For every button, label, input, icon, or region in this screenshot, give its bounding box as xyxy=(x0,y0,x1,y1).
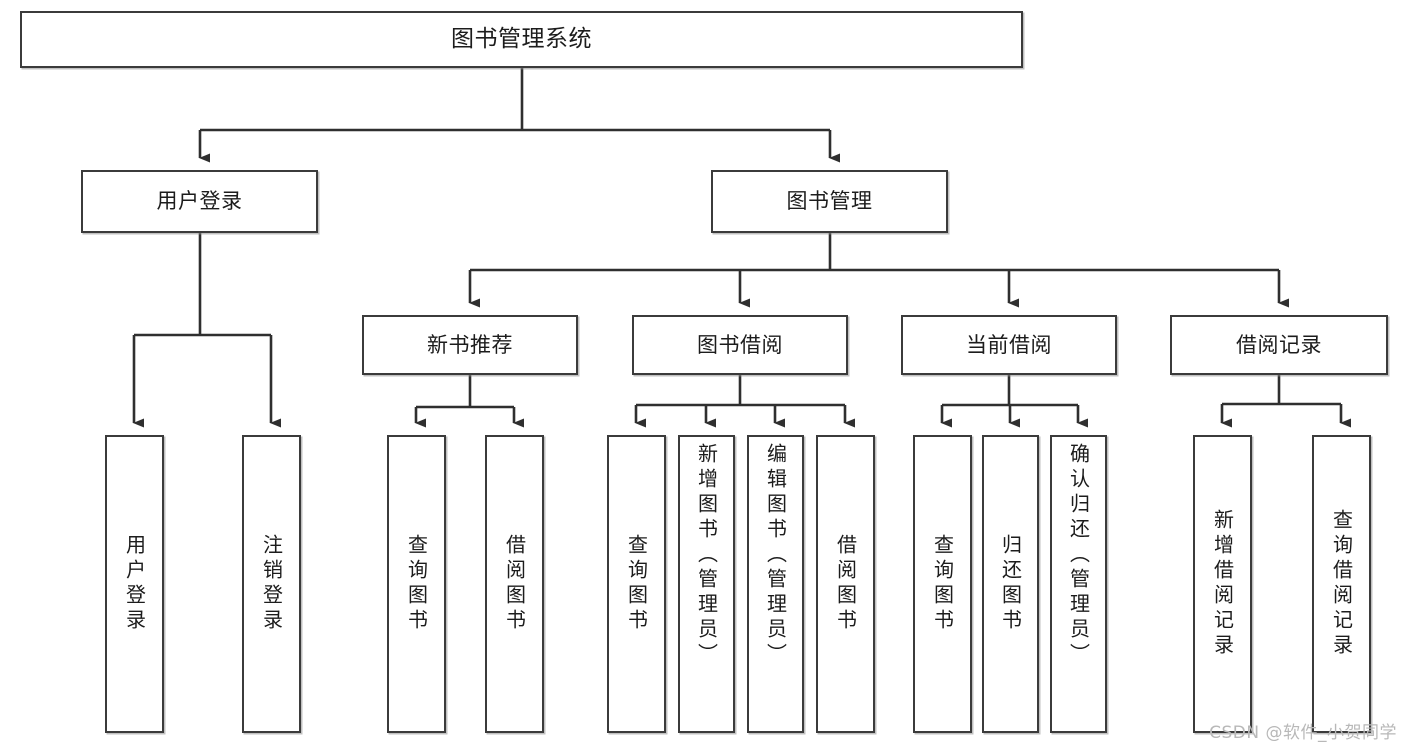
leaf-node-query-book-current[interactable]: 查询图书 xyxy=(913,435,972,733)
leaf-node-logout-login[interactable]: 注销登录 xyxy=(242,435,301,733)
leaf-node-query-borrow-record[interactable]: 查询借阅记录 xyxy=(1312,435,1371,733)
leaf-node-query-book-recommend[interactable]: 查询图书 xyxy=(387,435,446,733)
leaf-query-book-2-label: 查询图书 xyxy=(624,534,649,634)
leaf-borrow-book-1-label: 借阅图书 xyxy=(502,534,527,634)
leaf-node-query-book-borrow[interactable]: 查询图书 xyxy=(607,435,666,733)
leaf-add-record-label: 新增借阅记录 xyxy=(1210,509,1235,659)
leaf-node-borrow-book-recommend[interactable]: 借阅图书 xyxy=(485,435,544,733)
leaf-node-borrow-book-borrow[interactable]: 借阅图书 xyxy=(816,435,875,733)
leaf-node-confirm-return-admin[interactable]: 确认归还（管理员） xyxy=(1050,435,1107,733)
leaf-node-user-login[interactable]: 用户登录 xyxy=(105,435,164,733)
leaf-node-add-borrow-record[interactable]: 新增借阅记录 xyxy=(1193,435,1252,733)
node-user-login-label: 用户登录 xyxy=(156,189,243,214)
leaf-borrow-book-2-label: 借阅图书 xyxy=(833,534,858,634)
leaf-edit-book-label: 编辑图书（管理员） xyxy=(763,443,788,668)
csdn-watermark: CSDN @软件_小贺同学 xyxy=(1209,723,1397,743)
leaf-node-return-book[interactable]: 归还图书 xyxy=(982,435,1039,733)
node-borrow-record[interactable]: 借阅记录 xyxy=(1170,315,1388,375)
leaf-node-add-book-admin[interactable]: 新增图书（管理员） xyxy=(678,435,735,733)
leaf-query-book-1-label: 查询图书 xyxy=(404,534,429,634)
node-new-book-recommend-label: 新书推荐 xyxy=(427,332,513,357)
node-current-borrow-label: 当前借阅 xyxy=(966,332,1052,357)
node-book-borrow-label: 图书借阅 xyxy=(697,332,783,357)
leaf-query-record-label: 查询借阅记录 xyxy=(1329,509,1354,659)
leaf-user-login-label: 用户登录 xyxy=(122,534,147,634)
leaf-add-book-label: 新增图书（管理员） xyxy=(694,443,719,668)
node-current-borrow[interactable]: 当前借阅 xyxy=(901,315,1117,375)
node-root-label: 图书管理系统 xyxy=(451,26,592,53)
node-book-management[interactable]: 图书管理 xyxy=(711,170,948,233)
node-root-book-management-system[interactable]: 图书管理系统 xyxy=(20,11,1023,68)
node-user-login[interactable]: 用户登录 xyxy=(81,170,318,233)
leaf-return-book-label: 归还图书 xyxy=(998,534,1023,634)
leaf-query-book-3-label: 查询图书 xyxy=(930,534,955,634)
node-new-book-recommend[interactable]: 新书推荐 xyxy=(362,315,578,375)
node-borrow-record-label: 借阅记录 xyxy=(1236,332,1322,357)
leaf-node-edit-book-admin[interactable]: 编辑图书（管理员） xyxy=(747,435,804,733)
leaf-logout-login-label: 注销登录 xyxy=(259,534,284,634)
leaf-confirm-return-label: 确认归还（管理员） xyxy=(1066,443,1091,668)
node-book-management-label: 图书管理 xyxy=(786,189,873,214)
node-book-borrow[interactable]: 图书借阅 xyxy=(632,315,848,375)
